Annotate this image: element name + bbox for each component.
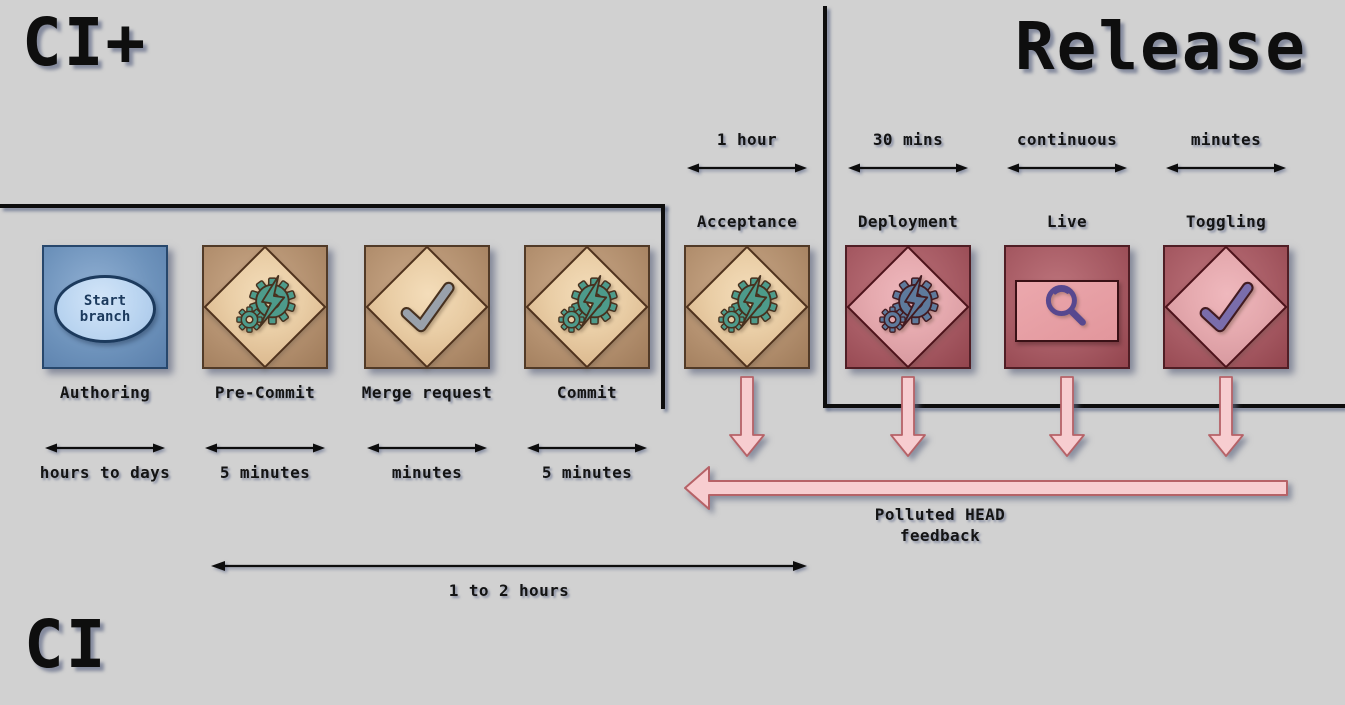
stage-commit: Commit 5 minutes bbox=[524, 0, 650, 705]
stage-label-acceptance: Acceptance bbox=[696, 212, 798, 231]
gears-lightning-icon bbox=[879, 274, 939, 333]
stage-label-authoring: Authoring bbox=[59, 383, 151, 402]
stage-label-merge-request: Merge request bbox=[361, 383, 493, 402]
stage-label-deployment: Deployment bbox=[857, 212, 959, 231]
authoring-box: Start branch bbox=[42, 245, 168, 369]
checkmark-icon bbox=[1199, 281, 1254, 333]
timescale-arrow bbox=[1007, 163, 1127, 173]
polluted-head-feedback-label: Polluted HEAD feedback bbox=[875, 504, 1005, 546]
feedback-down-arrow bbox=[729, 376, 765, 457]
zone-title-release: Release bbox=[1014, 8, 1307, 85]
stage-toggling: minutes Toggling bbox=[1163, 0, 1289, 705]
live-box bbox=[1004, 245, 1130, 369]
zone-title-ci-plus: CI+ bbox=[22, 4, 148, 81]
feedback-down-arrow bbox=[1049, 376, 1085, 457]
gears-lightning-icon bbox=[718, 274, 778, 333]
total-duration-arrow bbox=[211, 561, 807, 571]
stage-authoring: Start branch Authoring hours to days bbox=[39, 0, 171, 705]
start-branch-label: Start branch bbox=[79, 293, 131, 326]
stage-deployment: 30 mins Deployment bbox=[845, 0, 971, 705]
time-label-pre-commit: 5 minutes bbox=[219, 463, 311, 482]
timescale-arrow bbox=[367, 443, 487, 453]
deployment-box bbox=[845, 245, 971, 369]
gears-lightning-icon bbox=[236, 274, 296, 333]
ci-boundary-line-vertical bbox=[661, 204, 665, 409]
total-duration-label: 1 to 2 hours bbox=[448, 581, 570, 600]
timescale-arrow bbox=[205, 443, 325, 453]
release-boundary-line-vertical bbox=[823, 6, 827, 407]
start-branch-ellipse: Start branch bbox=[54, 275, 156, 344]
toggling-box bbox=[1163, 245, 1289, 369]
stage-live: continuous Live bbox=[1004, 0, 1130, 705]
feedback-down-arrow bbox=[890, 376, 926, 457]
commit-box bbox=[524, 245, 650, 369]
time-label-live: continuous bbox=[1016, 130, 1118, 149]
stage-label-pre-commit: Pre-Commit bbox=[214, 383, 316, 402]
release-boundary-line-horizontal bbox=[823, 404, 1345, 408]
ci-boundary-line-horizontal bbox=[0, 204, 665, 208]
timescale-arrow bbox=[45, 443, 165, 453]
gears-lightning-icon bbox=[558, 274, 618, 333]
time-label-merge-request: minutes bbox=[391, 463, 463, 482]
stage-label-commit: Commit bbox=[556, 383, 618, 402]
feedback-label-line2: feedback bbox=[899, 526, 981, 545]
timescale-arrow bbox=[848, 163, 968, 173]
stage-acceptance: 1 hour Acceptance bbox=[684, 0, 810, 705]
polluted-head-feedback-arrow bbox=[684, 466, 1288, 510]
timescale-arrow bbox=[687, 163, 807, 173]
stage-label-live: Live bbox=[1046, 212, 1088, 231]
pre-commit-box bbox=[202, 245, 328, 369]
stage-pre-commit: Pre-Commit 5 minutes bbox=[202, 0, 328, 705]
stage-label-toggling: Toggling bbox=[1185, 212, 1267, 231]
checkmark-icon bbox=[400, 281, 455, 333]
stage-merge-request: Merge request minutes bbox=[361, 0, 493, 705]
zone-title-ci: CI bbox=[24, 606, 108, 683]
feedback-label-line1: Polluted HEAD bbox=[874, 505, 1006, 524]
time-label-acceptance: 1 hour bbox=[716, 130, 778, 149]
feedback-down-arrow bbox=[1208, 376, 1244, 457]
time-label-commit: 5 minutes bbox=[541, 463, 633, 482]
magnifier-icon bbox=[1045, 285, 1086, 326]
timescale-arrow bbox=[1166, 163, 1286, 173]
time-label-authoring: hours to days bbox=[39, 463, 171, 482]
time-label-deployment: 30 mins bbox=[872, 130, 944, 149]
acceptance-box bbox=[684, 245, 810, 369]
merge-request-box bbox=[364, 245, 490, 369]
time-label-toggling: minutes bbox=[1190, 130, 1262, 149]
timescale-arrow bbox=[527, 443, 647, 453]
